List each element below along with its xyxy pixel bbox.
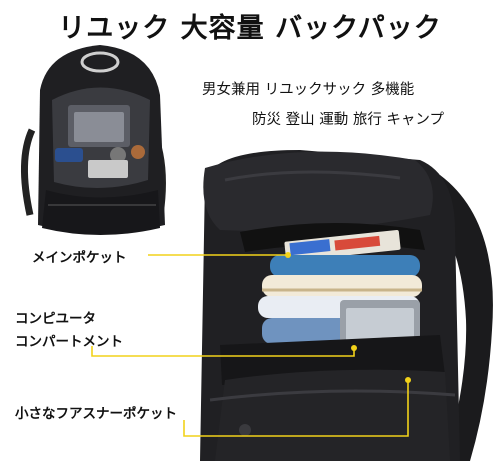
product-title: リユック 大容量 バックパック	[58, 13, 442, 44]
callout-leaders	[91, 252, 411, 437]
callout-small-zip-pocket: 小さなフアスナーポケット	[15, 406, 177, 422]
tagline-features: 男女兼用 リユックサック 多機能	[202, 82, 415, 98]
callout-main-pocket: メインポケット	[32, 250, 127, 266]
small-backpack-photo	[21, 45, 166, 235]
tagline-uses: 防災 登山 運動 旅行 キャンプ	[252, 112, 445, 128]
callout-computer-line2: コンパートメント	[15, 334, 123, 350]
large-backpack-photo	[200, 150, 493, 461]
callout-computer-line1: コンピユータ	[15, 311, 96, 327]
